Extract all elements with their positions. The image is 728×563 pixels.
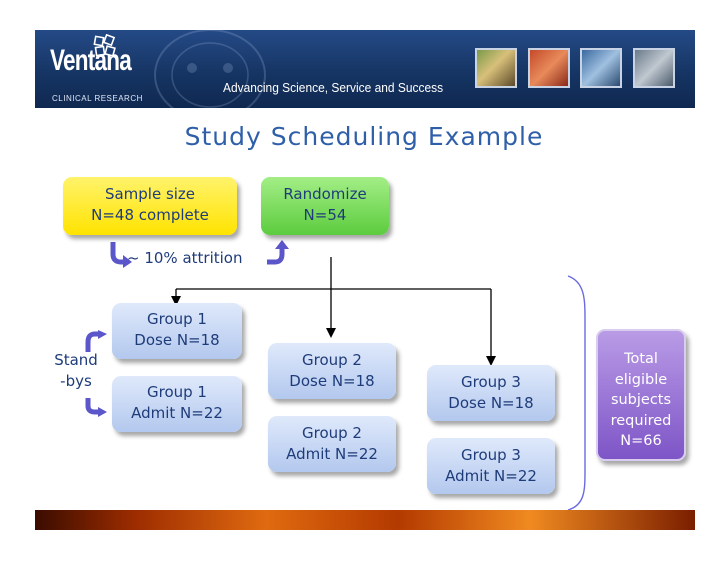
group2-dose-box: Group 2 Dose N=18 [268,343,396,399]
sample-size-label: Sample size [63,184,237,205]
footer-strip [35,510,695,530]
curved-arrow-icon [83,396,109,420]
group2-dose-value: Dose N=18 [268,371,396,392]
group2-dose-label: Group 2 [268,350,396,371]
group2-admit-label: Group 2 [268,423,396,444]
randomize-value: N=54 [261,205,389,226]
total-line3: subjects [598,390,684,411]
group2-admit-box: Group 2 Admit N=22 [268,416,396,472]
total-eligible-box: Total eligible subjects required N=66 [596,329,686,461]
sample-size-box: Sample size N=48 complete [63,177,237,235]
group1-dose-value: Dose N=18 [112,330,242,351]
total-line5: N=66 [598,431,684,452]
grouping-bracket [568,276,585,510]
group2-admit-value: Admit N=22 [268,444,396,465]
attrition-label: ~ 10% attrition [127,248,242,269]
group1-admit-label: Group 1 [112,382,242,403]
randomize-label: Randomize [261,184,389,205]
standbys-line2: -bys [52,371,100,392]
group3-admit-label: Group 3 [427,445,555,466]
standbys-label: Stand -bys [52,350,100,392]
group3-dose-value: Dose N=18 [427,393,555,414]
total-line4: required [598,411,684,432]
group3-admit-box: Group 3 Admit N=22 [427,438,555,494]
group1-dose-label: Group 1 [112,309,242,330]
randomize-box: Randomize N=54 [261,177,389,235]
standbys-line1: Stand [52,350,100,371]
group1-admit-value: Admit N=22 [112,403,242,424]
curved-arrow-icon [265,238,291,268]
sample-size-value: N=48 complete [63,205,237,226]
group3-dose-label: Group 3 [427,372,555,393]
group3-admit-value: Admit N=22 [427,466,555,487]
total-line2: eligible [598,370,684,391]
group1-dose-box: Group 1 Dose N=18 [112,303,242,359]
total-line1: Total [598,349,684,370]
group1-admit-box: Group 1 Admit N=22 [112,376,242,432]
group3-dose-box: Group 3 Dose N=18 [427,365,555,421]
